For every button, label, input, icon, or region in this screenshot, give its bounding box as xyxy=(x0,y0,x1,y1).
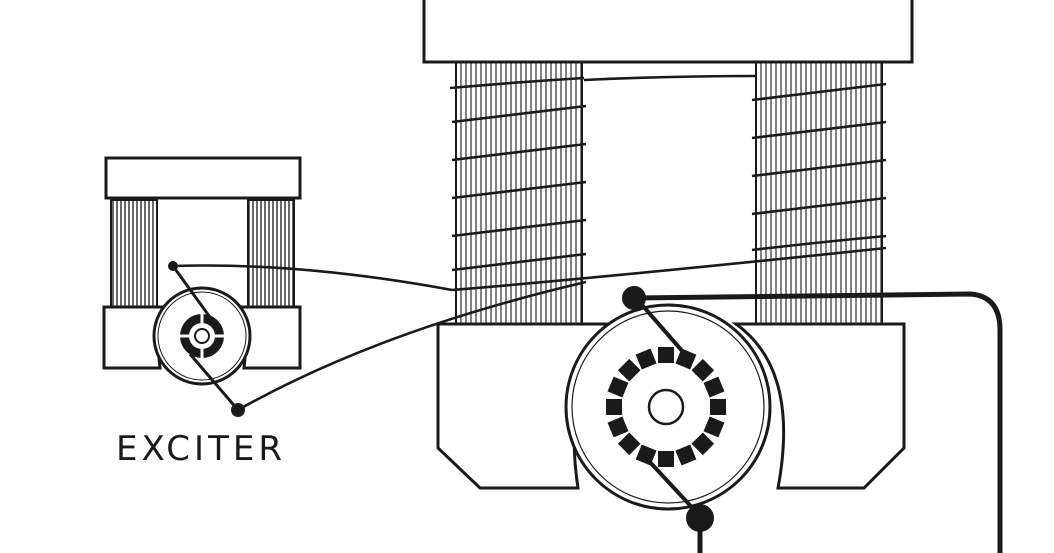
coil-crossover-wire xyxy=(583,74,757,82)
main-yoke xyxy=(422,0,914,64)
left-field-coil xyxy=(449,76,587,272)
main-brush-top xyxy=(634,296,692,362)
right-field-coil xyxy=(751,82,887,252)
exciter-machine xyxy=(102,156,302,417)
exciter-right-pole xyxy=(247,199,295,309)
commutator-segment xyxy=(691,358,715,382)
commutator-segment xyxy=(658,451,674,467)
commutator-segment xyxy=(703,416,725,438)
exciter-left-pole xyxy=(110,199,158,309)
exciter-commutator xyxy=(180,314,224,358)
commutator-segment xyxy=(675,444,697,466)
wire-left-coil-to-right-coil xyxy=(451,246,887,292)
main-right-shoe xyxy=(731,322,906,490)
commutator-segment xyxy=(617,358,641,382)
commutator-segment xyxy=(606,399,622,415)
commutator-segment xyxy=(710,399,726,415)
commutator-segment xyxy=(607,376,629,398)
wiring xyxy=(172,246,1003,553)
main-shaft xyxy=(647,388,685,426)
commutator-segment xyxy=(703,376,725,398)
exciter-yoke xyxy=(104,156,302,200)
main-right-pole xyxy=(755,61,883,325)
commutator-segment xyxy=(658,347,674,363)
main-brush-bottom xyxy=(646,458,702,518)
commutator-segment xyxy=(635,444,657,466)
main-dynamo xyxy=(422,0,914,532)
main-commutator xyxy=(606,347,726,467)
exciter-label: EXCITER xyxy=(116,429,286,469)
commutator-segment xyxy=(691,432,715,456)
commutator-segment xyxy=(675,348,697,370)
wire-exciter-return xyxy=(237,280,587,412)
wire-exciter-to-left-coil xyxy=(172,264,453,292)
wire-main-positive-line xyxy=(633,291,1003,553)
exciter-brush-top xyxy=(171,265,214,321)
commutator-segment xyxy=(607,416,629,438)
exciter-brush-bottom xyxy=(188,353,240,411)
commutator-segment xyxy=(617,432,641,456)
commutator-segment xyxy=(635,348,657,370)
